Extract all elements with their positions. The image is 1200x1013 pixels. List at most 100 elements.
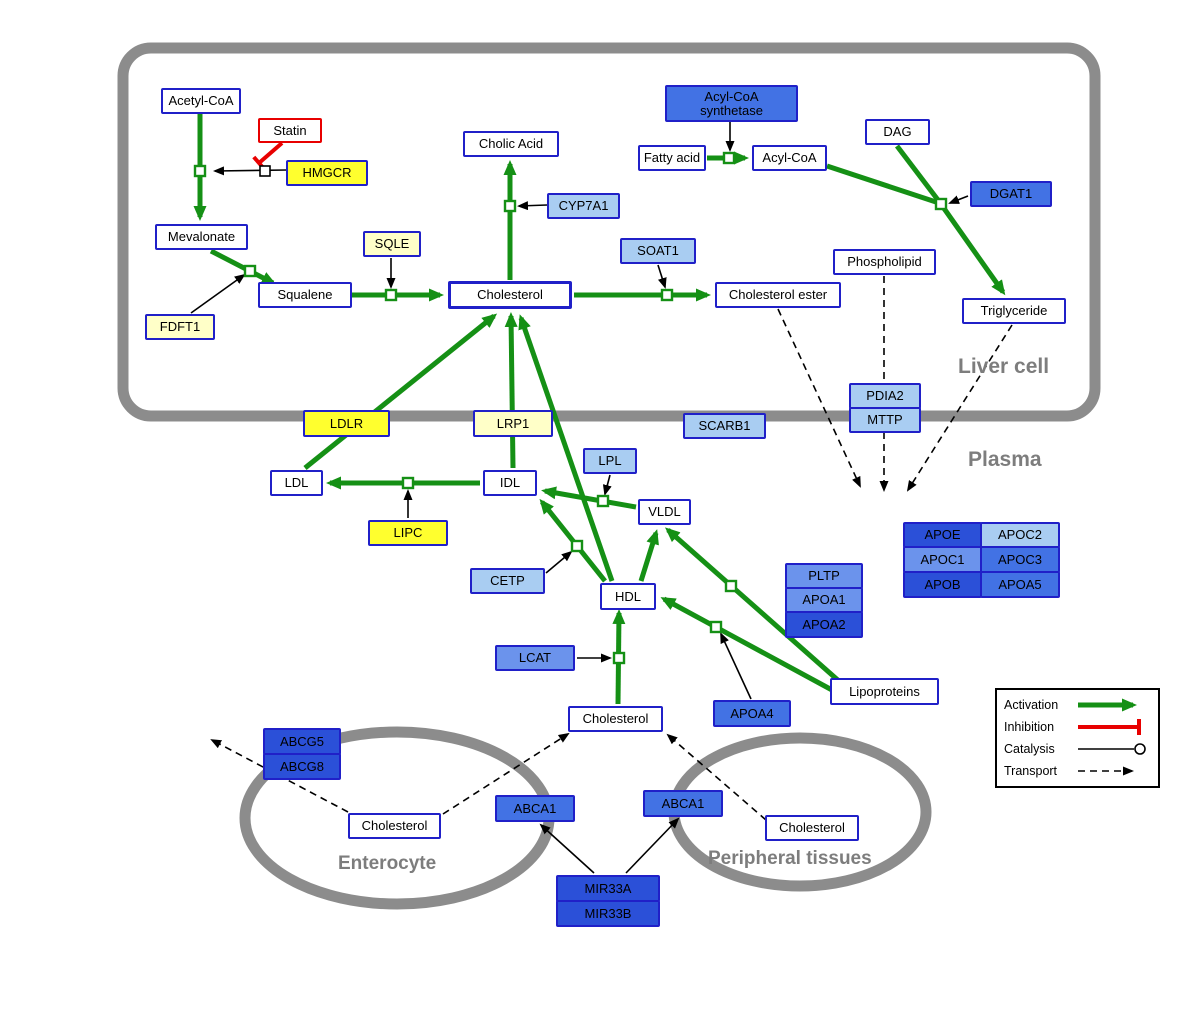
node-vldl[interactable]: VLDL [638,499,691,525]
node-soat1[interactable]: SOAT1 [620,238,696,264]
inhibition-edges [252,141,284,171]
node-phospholipid[interactable]: Phospholipid [833,249,936,275]
activation-arrow [541,486,637,510]
node-acyl-coa-synthetase[interactable]: Acyl-CoA synthetase [665,85,798,122]
node-abca1-peripheral[interactable]: ABCA1 [643,790,723,817]
legend-transport-label: Transport [1004,764,1058,778]
activation-arrow [518,314,615,582]
node-dag[interactable]: DAG [865,119,930,145]
node-apoa2[interactable]: APOA2 [785,611,863,638]
node-apoe[interactable]: APOE [903,522,982,548]
catalysis-arrow [948,195,969,204]
activation-arrow [826,163,937,205]
node-apoa4[interactable]: APOA4 [713,700,791,727]
node-mevalonate[interactable]: Mevalonate [155,224,248,250]
transport-arrow [777,308,861,488]
reaction-node [612,651,626,665]
node-mttp[interactable]: MTTP [849,407,921,433]
node-lcat[interactable]: LCAT [495,645,575,671]
activation-arrow [209,248,277,286]
activation-arrow [504,312,518,469]
reaction-node [709,620,723,634]
node-scarb1[interactable]: SCARB1 [683,413,766,439]
node-triglyceride[interactable]: Triglyceride [962,298,1066,324]
peripheral-tissues-label: Peripheral tissues [708,848,872,869]
liver-cell-label: Liver cell [958,355,1050,378]
node-lipc[interactable]: LIPC [368,520,448,546]
reaction-node [934,197,948,211]
legend-activation-label: Activation [1004,698,1059,712]
node-cyp7a1[interactable]: CYP7A1 [547,193,620,219]
catalysis-arrow [517,201,548,211]
node-cholic-acid[interactable]: Cholic Acid [463,131,559,157]
inhibition-target-node [259,165,271,177]
node-abcg8[interactable]: ABCG8 [263,753,341,780]
node-hmgcr[interactable]: HMGCR [286,160,368,186]
node-dgat1[interactable]: DGAT1 [970,181,1052,207]
node-idl[interactable]: IDL [483,470,537,496]
node-pltp[interactable]: PLTP [785,563,863,589]
node-lrp1[interactable]: LRP1 [473,410,553,437]
inhibition-arrow [257,141,284,165]
plasma-label: Plasma [968,448,1042,471]
node-abca1-enterocyte[interactable]: ABCA1 [495,795,575,822]
node-apob[interactable]: APOB [903,571,982,598]
reaction-node [401,476,415,490]
node-pdia2[interactable]: PDIA2 [849,383,921,409]
node-sqle[interactable]: SQLE [363,231,421,257]
node-ldlr[interactable]: LDLR [303,410,390,437]
node-mir33b[interactable]: MIR33B [556,900,660,927]
node-cholesterol-liver[interactable]: Cholesterol [448,281,572,309]
node-ldl[interactable]: LDL [270,470,323,496]
node-fatty-acid[interactable]: Fatty acid [638,145,706,171]
node-cholesterol-ester[interactable]: Cholesterol ester [715,282,841,308]
node-lpl[interactable]: LPL [583,448,637,474]
activation-arrow [665,527,842,684]
node-acetyl-coa[interactable]: Acetyl-CoA [161,88,241,114]
node-apoa1[interactable]: APOA1 [785,587,863,613]
activation-arrow [940,205,1006,296]
node-acyl-coa[interactable]: Acyl-CoA [752,145,827,171]
legend-inhibition-label: Inhibition [1004,720,1055,734]
node-fdft1[interactable]: FDFT1 [145,314,215,340]
node-abcg5[interactable]: ABCG5 [263,728,341,755]
legend-catalysis-label: Catalysis [1004,742,1055,756]
node-cetp[interactable]: CETP [470,568,545,594]
node-apoa5[interactable]: APOA5 [980,571,1060,598]
node-apoc3[interactable]: APOC3 [980,546,1060,573]
catalysis-edges [190,122,969,874]
node-apoc2[interactable]: APOC2 [980,522,1060,548]
enterocyte-label: Enterocyte [338,853,437,874]
catalysis-arrow [720,632,752,700]
activation-arrow [660,596,834,693]
reaction-node [384,288,398,302]
activation-arrow [895,144,940,202]
activation-arrow [303,313,498,470]
catalysis-arrow [625,817,680,874]
node-hdl[interactable]: HDL [600,583,656,610]
node-apoc1[interactable]: APOC1 [903,546,982,573]
reaction-node [722,151,736,165]
node-cholesterol-enterocyte[interactable]: Cholesterol [348,813,441,839]
node-statin[interactable]: Statin [258,118,322,143]
activation-arrow [638,529,659,582]
transport-arrow [906,324,1013,492]
catalysis-arrow [657,264,667,289]
transport-arrow [666,733,767,821]
catalysis-arrow [213,166,288,176]
reaction-node [193,164,207,178]
node-lipoproteins[interactable]: Lipoproteins [830,678,939,705]
catalysis-arrow [539,823,595,874]
node-squalene[interactable]: Squalene [258,282,352,308]
reaction-node [503,199,517,213]
reaction-node [724,579,738,593]
reaction-node [660,288,674,302]
node-cholesterol-plasma[interactable]: Cholesterol [568,706,663,732]
node-cholesterol-peripheral[interactable]: Cholesterol [765,815,859,841]
catalysis-arrow [602,474,612,496]
catalysis-arrow [545,550,573,574]
legend-symbols [1078,698,1146,776]
node-mir33a[interactable]: MIR33A [556,875,660,902]
reaction-node [570,539,584,553]
